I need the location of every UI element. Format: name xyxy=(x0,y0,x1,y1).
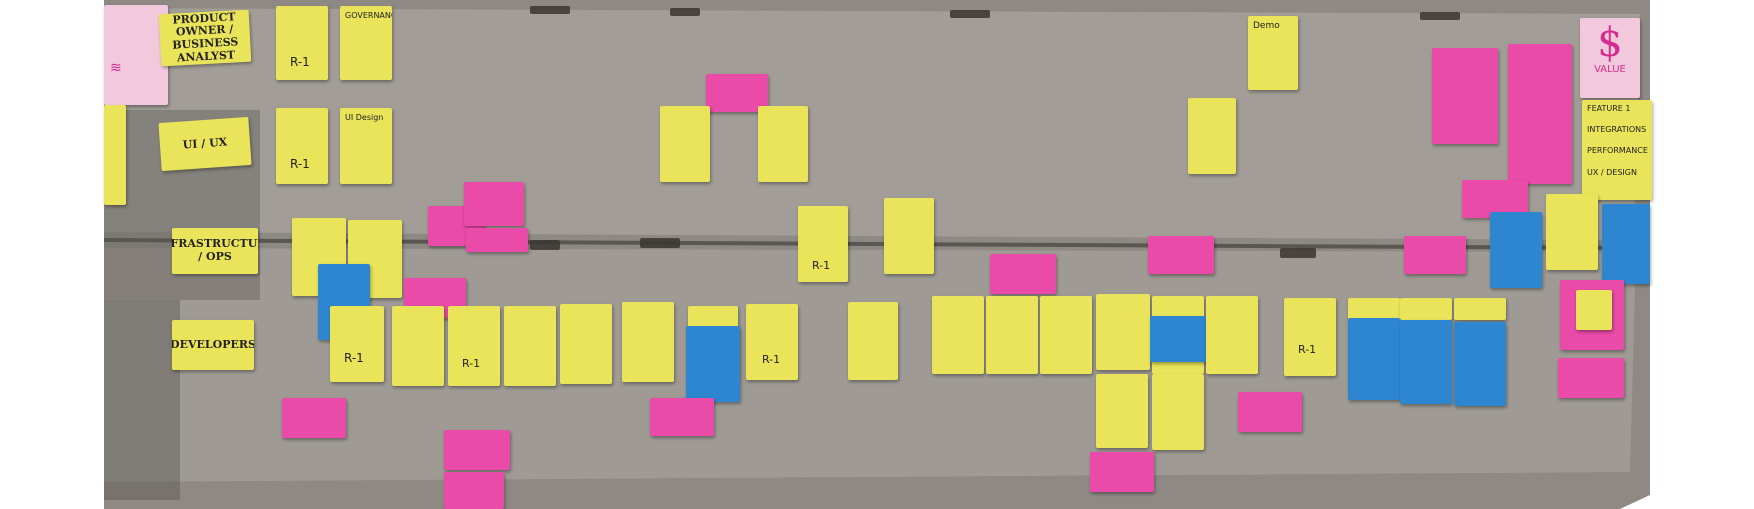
sticky-note xyxy=(686,326,740,402)
tape-strip xyxy=(1420,12,1460,20)
sticky-note xyxy=(1090,452,1154,492)
sticky-note xyxy=(1150,316,1210,362)
sticky-note: R-1 xyxy=(746,304,798,380)
note-r-label: R-1 xyxy=(290,157,310,171)
sticky-note xyxy=(1348,318,1400,400)
note-governance: GOVERNANCE xyxy=(345,11,392,20)
sticky-note xyxy=(758,106,808,182)
row-label-developers: DEVELOPERS xyxy=(172,320,254,370)
sticky-note xyxy=(848,302,898,380)
tape-strip xyxy=(530,240,560,250)
sticky-note xyxy=(932,296,984,374)
tape-strip xyxy=(640,238,680,248)
sticky-note-ui-design: UI Design xyxy=(340,108,392,184)
value-label: VALUE xyxy=(1594,64,1626,75)
sticky-note xyxy=(1576,290,1612,330)
sticky-note xyxy=(1508,44,1572,184)
sticky-note xyxy=(1546,194,1598,270)
sticky-note xyxy=(986,296,1038,374)
sticky-note xyxy=(622,302,674,382)
sticky-note xyxy=(504,306,556,386)
sticky-note xyxy=(1404,236,1466,274)
scribble-note-corner xyxy=(104,5,168,105)
value-list-note: FEATURE 1 INTEGRATIONS PERFORMANCE UX / … xyxy=(1582,100,1652,200)
tape-strip xyxy=(670,8,700,16)
sticky-note xyxy=(706,74,768,112)
sticky-note xyxy=(464,182,524,226)
dollar-sign-icon: $ xyxy=(1597,20,1623,66)
value-header-note: $ VALUE xyxy=(1580,18,1640,98)
sticky-note: R-1 xyxy=(276,108,328,184)
paper-upper-sheet xyxy=(104,8,1640,240)
sticky-note xyxy=(1238,392,1302,432)
sticky-note-demo: Demo xyxy=(1248,16,1298,90)
sticky-note xyxy=(560,304,612,384)
note-r-label: R-1 xyxy=(290,55,310,69)
tape-strip xyxy=(530,6,570,14)
sticky-note xyxy=(1348,298,1400,320)
sticky-note xyxy=(1188,98,1236,174)
tape-strip xyxy=(1280,248,1316,258)
sticky-note xyxy=(1454,298,1506,320)
sticky-note xyxy=(1490,212,1542,288)
value-item: PERFORMANCE xyxy=(1587,146,1648,156)
note-r-label: R-1 xyxy=(762,353,781,366)
sticky-note xyxy=(1040,296,1092,374)
sticky-note xyxy=(1602,204,1650,284)
sticky-note xyxy=(1148,236,1214,274)
sticky-note xyxy=(392,306,444,386)
sticky-note xyxy=(1558,358,1624,398)
value-item: UX / DESIGN xyxy=(1587,167,1637,177)
sticky-note xyxy=(990,254,1056,294)
note-demo: Demo xyxy=(1253,21,1280,31)
sticky-note xyxy=(1462,180,1528,218)
sticky-note: R-1 xyxy=(330,306,384,382)
sticky-note xyxy=(1096,374,1148,448)
tape-strip xyxy=(950,10,990,18)
sticky-note: R-1 xyxy=(448,306,500,386)
sticky-note xyxy=(1206,296,1258,374)
sticky-note xyxy=(444,430,510,470)
row-label-infrastructure-ops: INFRASTRUCTURE / OPS xyxy=(172,228,258,274)
sticky-note: R-1 xyxy=(798,206,848,282)
sticky-note xyxy=(1454,322,1506,406)
sticky-note xyxy=(650,398,714,436)
note-r-label: R-1 xyxy=(812,259,831,272)
sticky-note xyxy=(1432,48,1498,144)
sticky-note xyxy=(444,472,504,509)
sticky-note: GOVERNANCE xyxy=(340,6,392,80)
sticky-note xyxy=(660,106,710,182)
value-item: INTEGRATIONS xyxy=(1587,125,1647,135)
sticky-note: R-1 xyxy=(276,6,328,80)
sticky-note: R-1 xyxy=(1284,298,1336,376)
sticky-note xyxy=(1152,374,1204,450)
sticky-note xyxy=(104,105,126,205)
sticky-note xyxy=(1400,298,1452,320)
scribble-drawing: ≋ xyxy=(110,60,122,76)
note-r-label: R-1 xyxy=(1298,343,1317,356)
row-label-product-owner: PRODUCT OWNER / BUSINESS ANALYST xyxy=(158,9,252,67)
sticky-note xyxy=(466,228,528,252)
sticky-note xyxy=(282,398,346,438)
row-label-ui-ux: UI / UX xyxy=(158,116,252,172)
sticky-note xyxy=(884,198,934,274)
value-item: FEATURE 1 xyxy=(1587,104,1631,113)
note-ui-design: UI Design xyxy=(345,113,384,122)
note-r-label: R-1 xyxy=(344,351,364,365)
sticky-note xyxy=(1096,294,1150,370)
note-r-label: R-1 xyxy=(462,357,481,370)
sticky-note xyxy=(1400,320,1452,404)
